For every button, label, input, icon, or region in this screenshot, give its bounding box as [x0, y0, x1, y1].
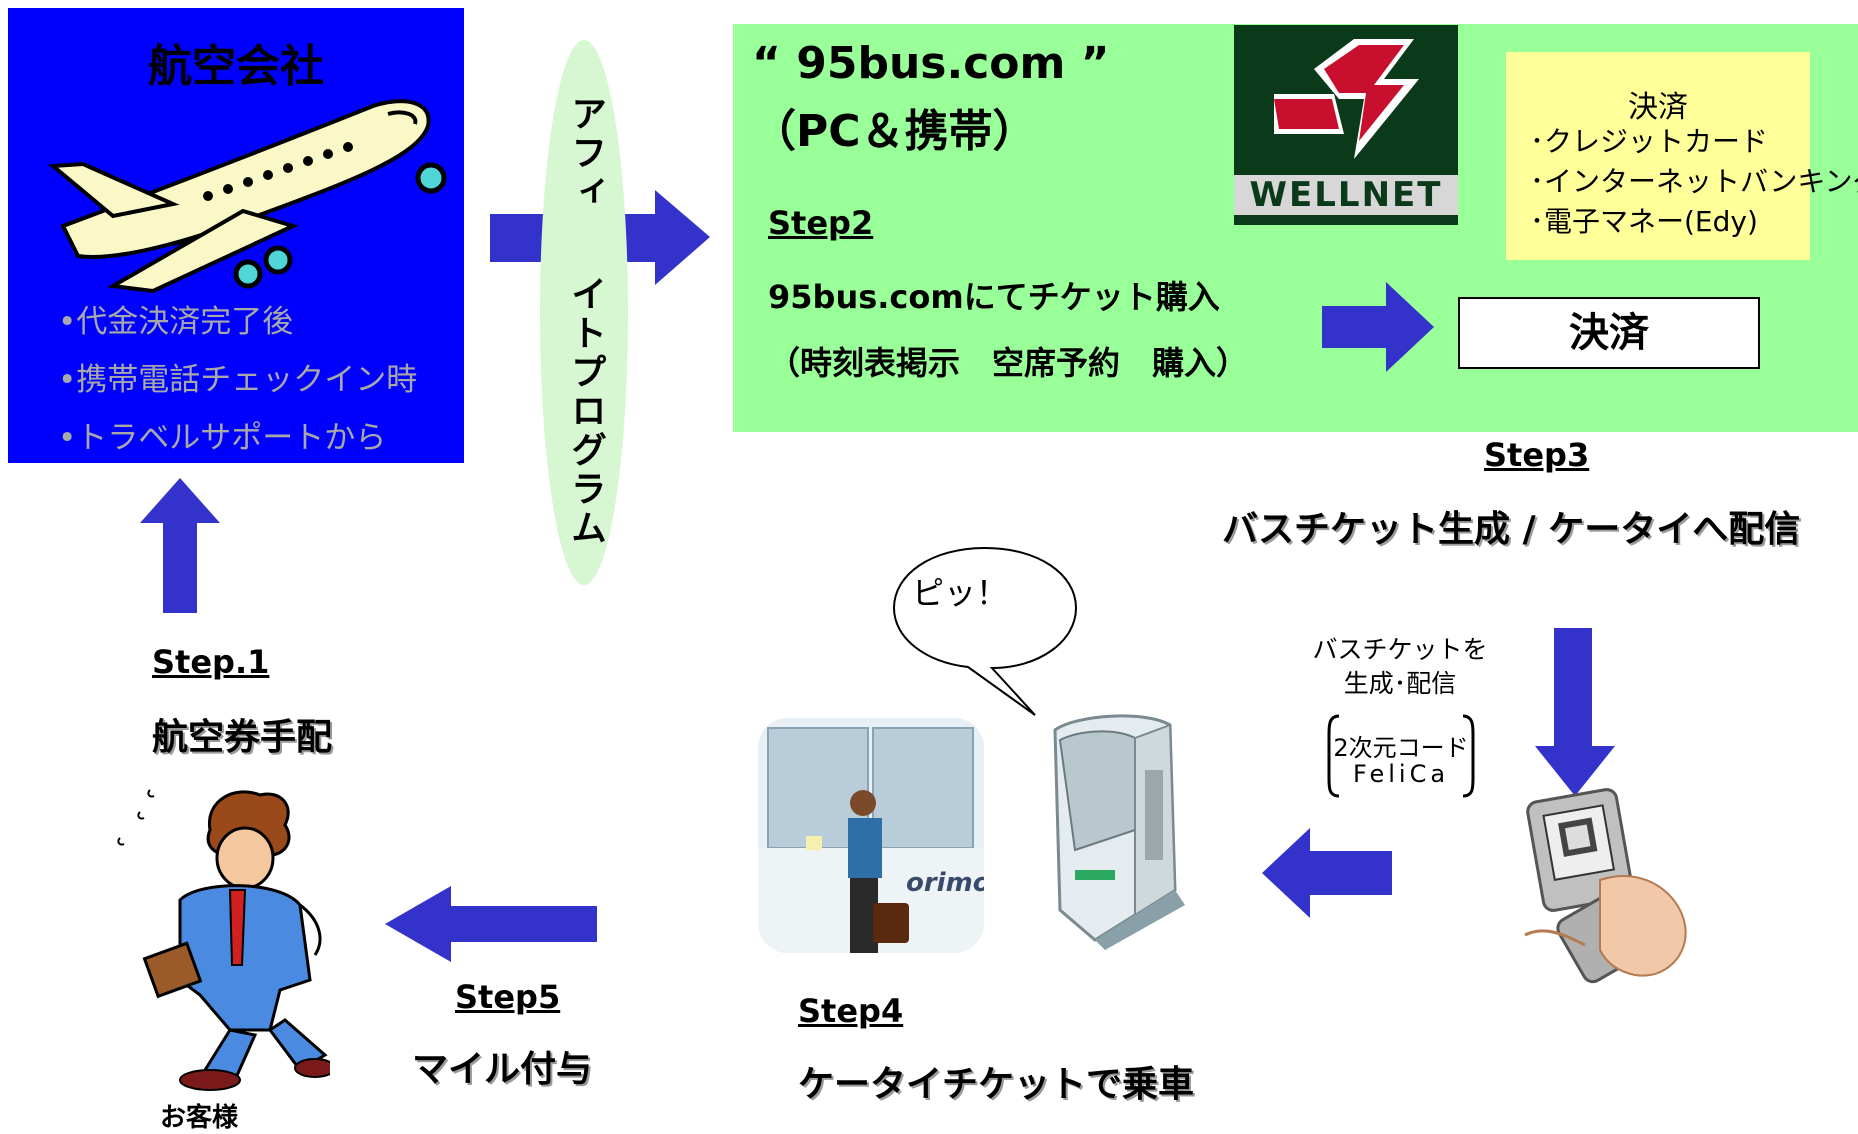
- arrow-up-icon: [140, 478, 220, 613]
- speech-bubble-text: ピッ！: [911, 574, 1008, 612]
- arrow-down-icon: [1535, 628, 1615, 796]
- bus-boarding-photo: orimon: [758, 718, 984, 953]
- step5-text: マイル付与: [412, 1049, 593, 1090]
- step1-text: 航空券手配: [152, 717, 333, 758]
- site-purchase-text: 95bus.comにてチケット購入: [768, 278, 1220, 316]
- affiliate-label-part2: イトプログラム: [565, 275, 606, 548]
- step1-label: Step.1: [152, 643, 270, 681]
- airline-bullet: •携帯電話チェックイン時: [58, 362, 418, 398]
- speech-bubble: [892, 546, 1078, 716]
- airline-bullet: •トラベルサポートから: [58, 420, 387, 456]
- mobile-phone-icon: [1524, 788, 1687, 984]
- bus-icon: [758, 718, 984, 953]
- wellnet-logo-icon: [1274, 39, 1419, 159]
- customer-figure-icon: [117, 789, 330, 1091]
- settlement-methods-panel: 決済 ･クレジットカード ･インターネットバンキング ･電子マネー(Edy): [1506, 52, 1858, 260]
- step5-label: Step5: [455, 978, 561, 1016]
- settlement-title: 決済: [1628, 90, 1688, 125]
- settlement-method: ･インターネットバンキング: [1530, 165, 1858, 198]
- affiliate-label-part1: アフィ: [565, 95, 606, 212]
- settlement-method: ･電子マネー(Edy): [1530, 205, 1758, 238]
- settlement-box: 決済: [1458, 297, 1760, 369]
- site-features-text: （時刻表掲示 空席予約 購入）: [768, 344, 1249, 382]
- arrow-left-icon: [1262, 828, 1392, 918]
- delivery-code1: 2次元コード: [1333, 734, 1469, 762]
- airline-title: 航空会社: [148, 41, 324, 92]
- customer-label: お客様: [160, 1103, 239, 1133]
- airplane-icon: [47, 99, 447, 294]
- settlement-method: ･クレジットカード: [1530, 125, 1769, 158]
- wellnet-logo: WELLNET: [1234, 25, 1458, 225]
- delivery-line1: バスチケットを: [1312, 635, 1488, 664]
- site-name: “ 95bus.com ”: [752, 38, 1110, 89]
- ticket-reader-icon: [1053, 714, 1185, 950]
- step4-text: ケータイチケットで乗車: [798, 1064, 1195, 1105]
- step3-text: バスチケット生成 / ケータイへ配信: [1222, 509, 1801, 550]
- arrow-right-icon: [1322, 282, 1434, 372]
- bus-brand-text: orimon: [906, 868, 984, 898]
- delivery-line2: 生成･配信: [1343, 669, 1457, 698]
- airline-panel: 航空会社 •代金決済完了後 •携帯電話チェックイン時 •トラベルサポートから: [8, 8, 464, 463]
- airline-bullet: •代金決済完了後: [58, 304, 294, 340]
- wellnet-logo-text: WELLNET: [1234, 175, 1458, 215]
- step3-label: Step3: [1484, 436, 1590, 474]
- arrow-left-icon: [385, 886, 597, 962]
- code-bracket-icon: [1327, 714, 1475, 798]
- step2-label: Step2: [768, 204, 874, 242]
- step4-label: Step4: [798, 992, 904, 1030]
- delivery-code2: FeliCa: [1352, 760, 1450, 788]
- site-devices: （PC＆携帯）: [752, 106, 1037, 157]
- affiliate-oval: [540, 40, 628, 585]
